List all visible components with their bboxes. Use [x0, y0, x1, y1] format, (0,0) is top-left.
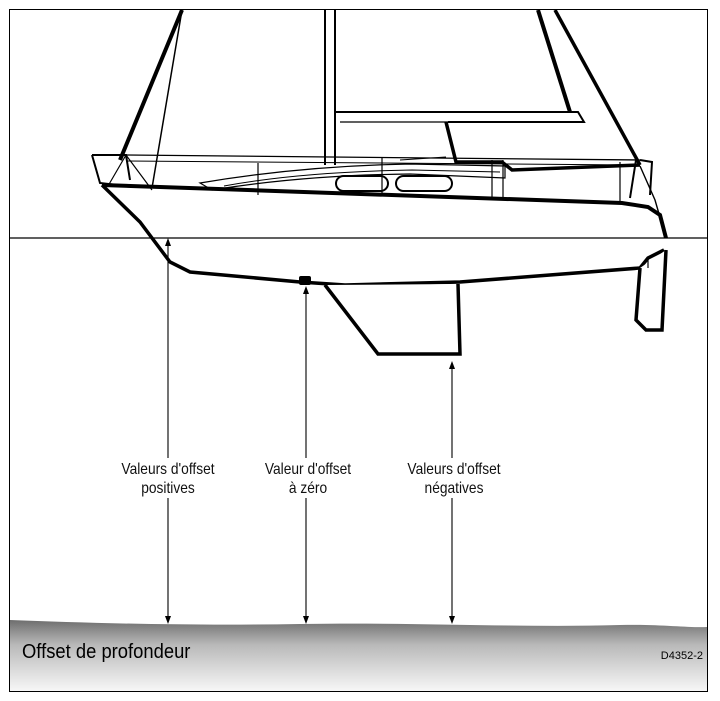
boom	[335, 111, 586, 123]
arrow-negative-head-bottom	[449, 616, 455, 624]
transducer	[299, 276, 311, 285]
label-positive: Valeurs d'offset positives	[110, 460, 227, 498]
label-positive-line2: positives	[141, 480, 195, 497]
hull	[100, 183, 668, 356]
arrow-zero-head-bottom	[303, 616, 309, 624]
porthole	[395, 175, 453, 192]
rudder	[634, 249, 668, 332]
jib-sail	[118, 10, 184, 161]
arrow-positive-head-top	[165, 238, 171, 246]
diagram-caption: Offset de profondeur	[22, 641, 191, 663]
arrow-positive-head-bottom	[165, 616, 171, 624]
label-negative-line2: négatives	[424, 480, 484, 497]
arrow-negative-head-top	[449, 361, 455, 369]
sails-rigging	[118, 10, 642, 189]
label-negative: Valeurs d'offset négatives	[396, 460, 513, 498]
figure-code: D4352-2	[660, 650, 703, 662]
cockpit-cover	[444, 121, 641, 172]
mast	[324, 10, 336, 165]
label-negative-line1: Valeurs d'offset	[407, 461, 501, 478]
label-zero: Valeur d'offset à zéro	[250, 460, 367, 498]
label-positive-line1: Valeurs d'offset	[121, 461, 215, 478]
seabed	[10, 620, 707, 691]
arrow-zero-head-top	[303, 286, 309, 294]
keel	[323, 283, 462, 356]
label-zero-line1: Valeur d'offset	[264, 461, 352, 478]
porthole	[335, 175, 389, 192]
label-zero-line2: à zéro	[288, 480, 328, 497]
mainsail	[536, 10, 572, 113]
diagram-frame	[9, 9, 708, 692]
